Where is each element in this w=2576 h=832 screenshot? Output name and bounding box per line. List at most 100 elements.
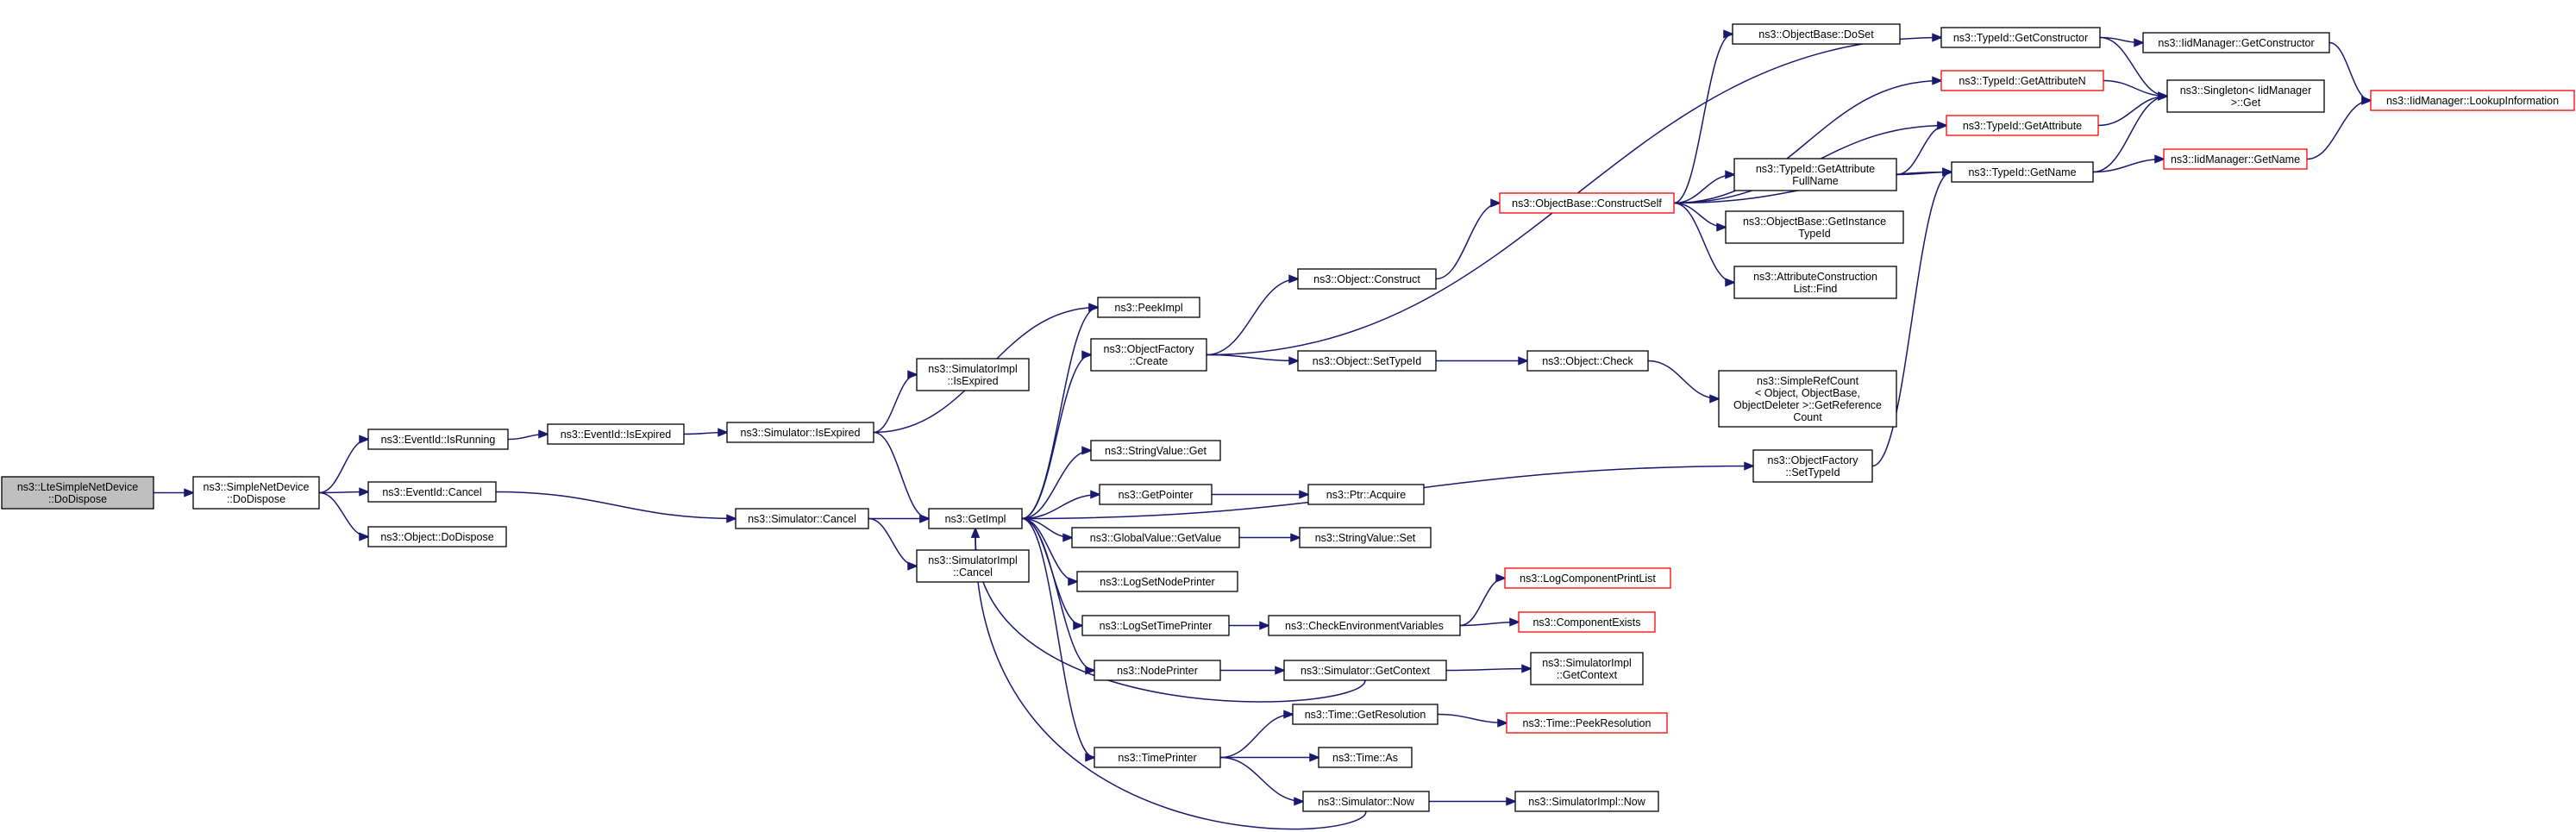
- node-iidgetctor[interactable]: ns3::IidManager::GetConstructor: [2142, 32, 2330, 53]
- edge-evexp-to-simexp: [683, 428, 730, 437]
- node-obconstructself[interactable]: ns3::ObjectBase::ConstructSelf: [1499, 192, 1675, 214]
- node-root[interactable]: ns3::LteSimpleNetDevice::DoDispose: [1, 476, 154, 510]
- node-label: ns3::Ptr::Acquire: [1326, 489, 1406, 501]
- node-simplerefcount[interactable]: ns3::SimpleRefCount< Object, ObjectBase,…: [1718, 370, 1897, 428]
- node-obdoset[interactable]: ns3::ObjectBase::DoSet: [1732, 23, 1901, 45]
- node-getimpl[interactable]: ns3::GetImpl: [928, 508, 1023, 529]
- edge-line: [1459, 577, 1506, 627]
- node-label: ns3::TypeId::GetName: [1968, 166, 2076, 178]
- node-label: ns3::IidManager::GetConstructor: [2158, 37, 2314, 49]
- node-lsnp[interactable]: ns3::LogSetNodePrinter: [1076, 571, 1238, 592]
- node-peek[interactable]: ns3::PeekImpl: [1097, 297, 1200, 318]
- node-simcancel[interactable]: ns3::Simulator::Cancel: [735, 508, 869, 529]
- node-label: ns3::SimulatorImpl::Now: [1528, 796, 1645, 808]
- edge-arrowhead: [1937, 121, 1949, 130]
- node-box: [1499, 192, 1675, 214]
- node-checkenv[interactable]: ns3::CheckEnvironmentVariables: [1268, 615, 1461, 636]
- node-box: [1297, 350, 1437, 372]
- node-getptr[interactable]: ns3::GetPointer: [1099, 484, 1213, 505]
- node-timeas[interactable]: ns3::Time::As: [1318, 747, 1413, 768]
- node-objsettid[interactable]: ns3::Object::SetTypeId: [1297, 350, 1437, 372]
- node-strset[interactable]: ns3::StringValue::Set: [1299, 527, 1432, 548]
- node-box: [735, 508, 869, 529]
- edge-getimpl-to-strget: [1021, 446, 1094, 520]
- edge-simnow-to-implnow: [1429, 797, 1518, 806]
- node-compexists[interactable]: ns3::ComponentExists: [1518, 611, 1656, 633]
- node-label: ns3::Time::As: [1332, 752, 1398, 764]
- node-label: ns3::Object::DoDispose: [380, 531, 493, 543]
- node-label: ::DoDispose: [48, 493, 107, 505]
- node-label: TypeId: [1798, 228, 1831, 240]
- edge-arrowhead: [359, 532, 371, 541]
- node-tidgetattrn[interactable]: ns3::TypeId::GetAttributeN: [1940, 70, 2104, 91]
- node-iidlookup[interactable]: ns3::IidManager::LookupInformation: [2370, 90, 2575, 111]
- edge-tidgetattrfull-to-tidgetattr: [1896, 121, 1949, 176]
- node-ofsettid[interactable]: ns3::ObjectFactory::SetTypeId: [1752, 449, 1873, 483]
- edge-arrowhead: [1725, 170, 1737, 179]
- edge-simgetctx-to-implgetctx: [1445, 664, 1533, 673]
- node-evexp[interactable]: ns3::EventId::IsExpired: [547, 423, 685, 445]
- node-gvget[interactable]: ns3::GlobalValue::GetValue: [1071, 527, 1240, 548]
- node-iidgetname[interactable]: ns3::IidManager::GetName: [2163, 148, 2308, 170]
- node-snd[interactable]: ns3::SimpleNetDevice::DoDispose: [192, 476, 320, 510]
- node-ofcreate[interactable]: ns3::ObjectFactory::Create: [1090, 338, 1207, 372]
- node-tidgetname[interactable]: ns3::TypeId::GetName: [1951, 161, 2094, 183]
- node-singleton[interactable]: ns3::Singleton< IidManager >::Get: [2166, 79, 2325, 113]
- node-label: ns3::Object::SetTypeId: [1313, 355, 1422, 367]
- edge-arrowhead: [1288, 356, 1301, 366]
- node-simnow[interactable]: ns3::Simulator::Now: [1302, 791, 1430, 812]
- node-simgetctx[interactable]: ns3::Simulator::GetContext: [1283, 660, 1447, 681]
- edge-arrowhead: [907, 561, 919, 571]
- node-objcheck[interactable]: ns3::Object::Check: [1526, 350, 1649, 372]
- node-objconstruct[interactable]: ns3::Object::Construct: [1297, 268, 1437, 290]
- edge-arrowhead: [970, 526, 981, 538]
- edge-simexp-to-implexp: [873, 370, 919, 434]
- node-label: ::Create: [1130, 355, 1169, 367]
- node-implexp[interactable]: ns3::SimulatorImpl::IsExpired: [916, 358, 1030, 391]
- node-implnow[interactable]: ns3::SimulatorImpl::Now: [1514, 791, 1659, 812]
- edge-arrowhead: [2158, 91, 2170, 101]
- node-nodeprinter[interactable]: ns3::NodePrinter: [1094, 660, 1221, 681]
- node-strget[interactable]: ns3::StringValue::Get: [1090, 440, 1221, 461]
- node-label: ns3::EventId::IsExpired: [561, 429, 672, 441]
- node-timegetres[interactable]: ns3::Time::GetResolution: [1292, 704, 1438, 725]
- node-implgetctx[interactable]: ns3::SimulatorImpl::GetContext: [1530, 652, 1644, 685]
- node-isrun[interactable]: ns3::EventId::IsRunning: [367, 429, 509, 450]
- edge-gvget-to-strset: [1239, 533, 1302, 542]
- node-ptracq[interactable]: ns3::Ptr::Acquire: [1307, 484, 1425, 505]
- node-tidgetattr[interactable]: ns3::TypeId::GetAttribute: [1946, 115, 2099, 136]
- node-timepeekres[interactable]: ns3::Time::PeekResolution: [1506, 712, 1668, 734]
- edge-obconstructself-to-tidgetattrfull: [1673, 170, 1737, 204]
- node-label: ::Cancel: [953, 566, 993, 579]
- node-evcancel[interactable]: ns3::EventId::Cancel: [367, 481, 497, 503]
- edge-arrowhead: [2154, 154, 2166, 164]
- node-box: [928, 508, 1023, 529]
- node-objdisp[interactable]: ns3::Object::DoDispose: [367, 526, 507, 547]
- edge-arrowhead: [718, 428, 730, 437]
- node-logcomplist[interactable]: ns3::LogComponentPrintList: [1504, 567, 1671, 589]
- edge-line: [1021, 353, 1092, 520]
- node-lstp[interactable]: ns3::LogSetTimePrinter: [1081, 615, 1230, 636]
- edge-arrowhead: [1290, 533, 1302, 542]
- node-tidgetctor[interactable]: ns3::TypeId::GetConstructor: [1940, 27, 2101, 48]
- node-label: ns3::LteSimpleNetDevice: [17, 481, 138, 493]
- node-label: ns3::TypeId::GetAttributeN: [1959, 75, 2085, 87]
- node-label: ns3::LogSetTimePrinter: [1100, 620, 1213, 632]
- node-box: [1090, 440, 1221, 461]
- edge-line: [2097, 95, 2168, 127]
- edge-line: [2092, 158, 2165, 173]
- node-simexp[interactable]: ns3::Simulator::IsExpired: [726, 422, 874, 443]
- node-box: [367, 526, 507, 547]
- node-box: [2370, 90, 2575, 111]
- node-box: [1733, 158, 1897, 191]
- edge-line: [318, 491, 369, 538]
- node-implcancel[interactable]: ns3::SimulatorImpl::Cancel: [916, 549, 1030, 583]
- edge-line: [2328, 41, 2372, 102]
- edge-arrowhead: [907, 370, 919, 379]
- node-timeprinter[interactable]: ns3::TimePrinter: [1094, 747, 1221, 768]
- node-label: ns3::GetPointer: [1119, 489, 1194, 501]
